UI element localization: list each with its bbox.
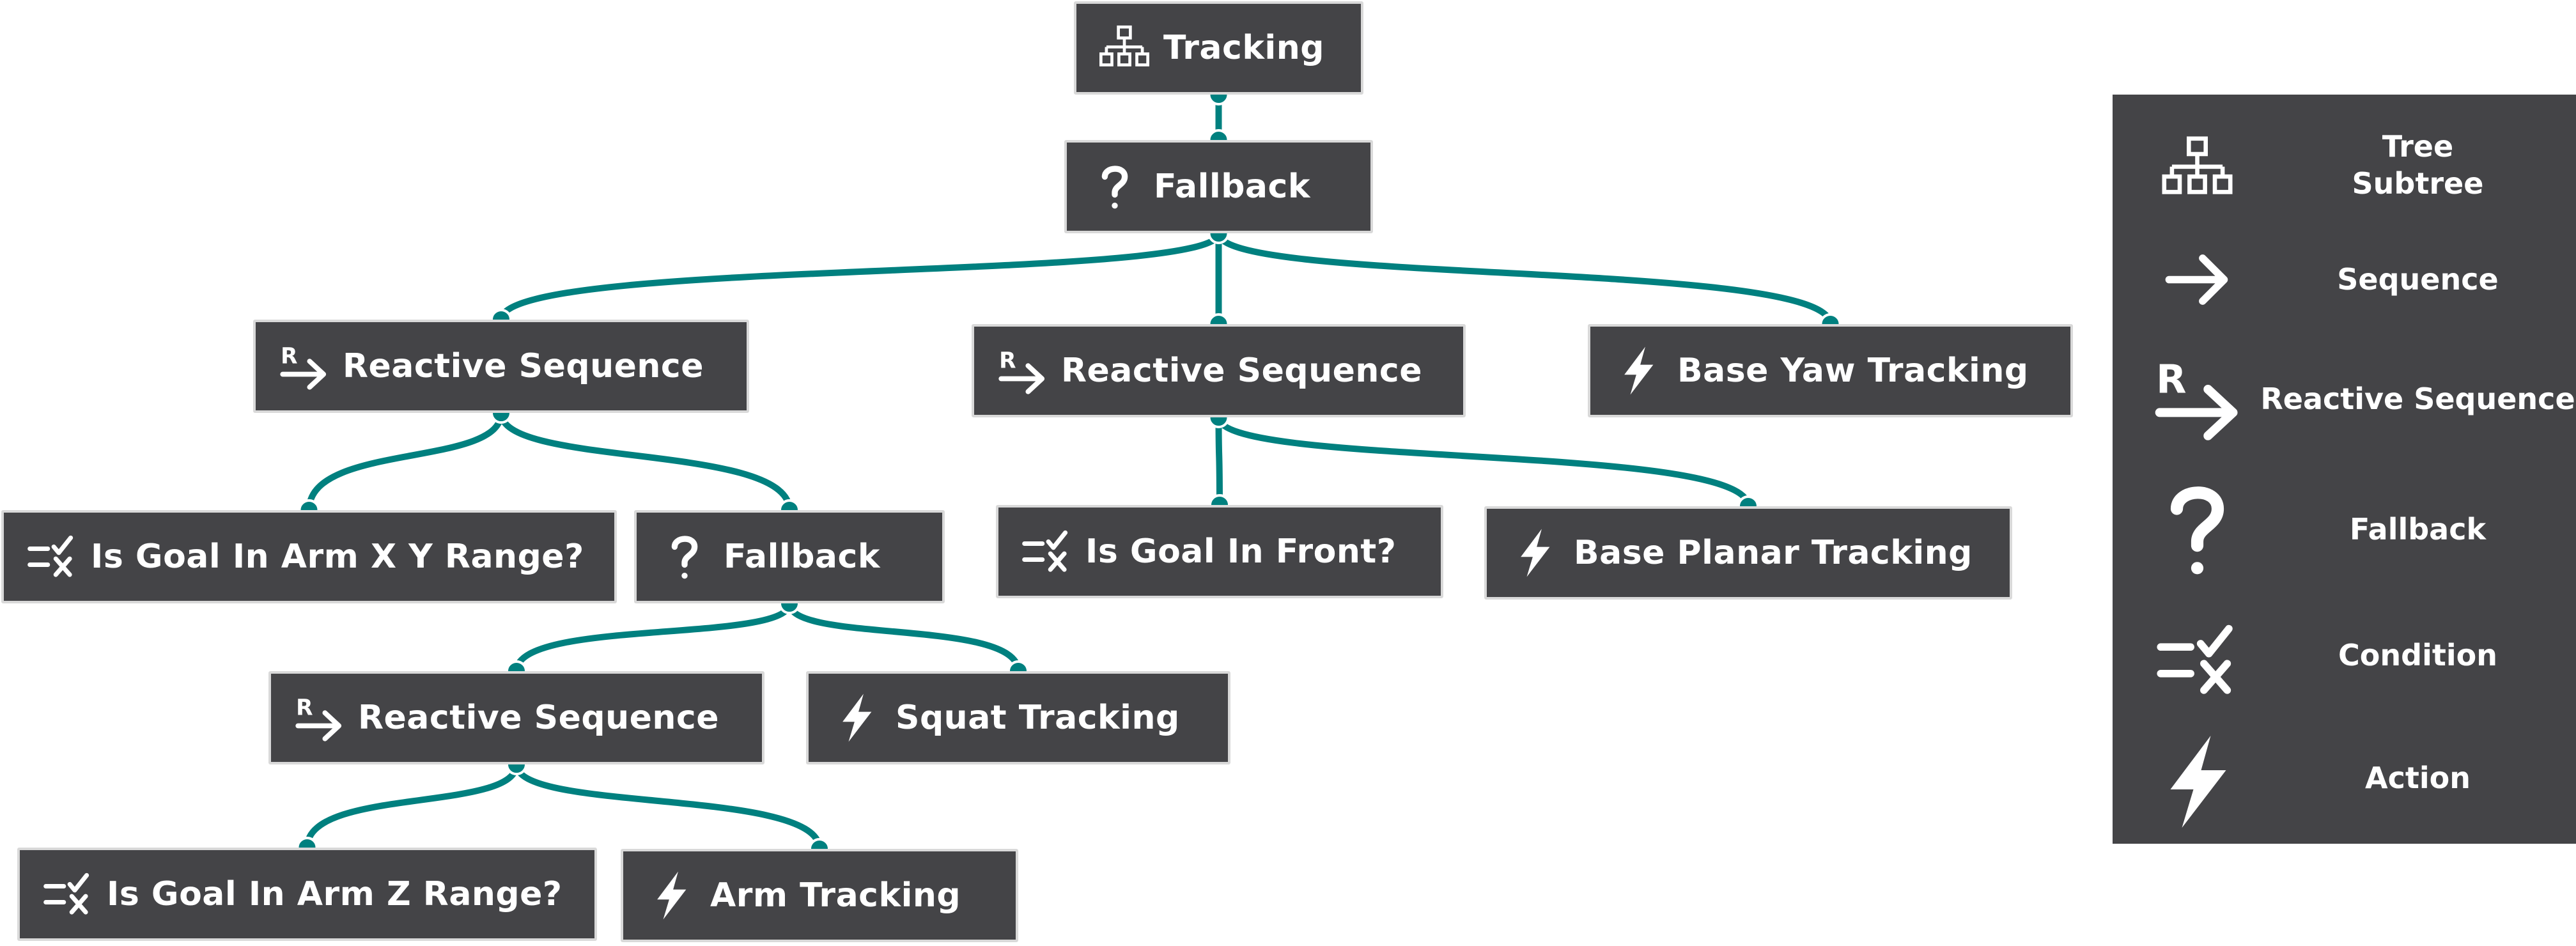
condition-icon (43, 869, 93, 919)
node-label: Is Goal In Arm Z Range? (107, 875, 563, 913)
action-icon (1613, 346, 1663, 396)
node-label: Base Planar Tracking (1574, 534, 1973, 572)
legend-label: Tree Subtree (2352, 129, 2484, 201)
node-label: Arm Tracking (710, 876, 961, 915)
fallback-icon (1090, 162, 1140, 212)
node-fallback-root[interactable]: Fallback (1064, 140, 1373, 233)
node-label: Reactive Sequence (1061, 352, 1423, 390)
sequence-icon (2145, 246, 2250, 313)
svg-text:R: R (999, 348, 1016, 373)
link-fallback_root-reactive_left (498, 232, 1222, 321)
node-label: Is Goal In Arm X Y Range? (91, 538, 584, 576)
condition-icon (27, 532, 77, 582)
reactive-sequence-icon: R (279, 341, 329, 391)
node-is-goal-in-arm-z-range[interactable]: Is Goal In Arm Z Range? (17, 848, 597, 941)
legend-item-fallback: Fallback (2113, 465, 2576, 593)
node-fallback-inner[interactable]: Fallback (634, 510, 945, 603)
node-label: Reactive Sequence (343, 347, 704, 385)
node-label: Fallback (724, 538, 880, 576)
reactive-sequence-icon: R (997, 346, 1047, 396)
node-label: Tracking (1163, 29, 1324, 67)
link-fallback_root-base_yaw (1215, 232, 1834, 325)
legend-item-reactive-sequence: R Reactive Sequence (2113, 341, 2576, 456)
fallback-icon (2145, 478, 2250, 580)
legend-label: Reactive Sequence (2260, 382, 2575, 416)
node-reactive-sequence-left[interactable]: R Reactive Sequence (253, 320, 749, 413)
node-arm-tracking[interactable]: Arm Tracking (621, 849, 1018, 942)
link-reactive_mid-goal_front (1215, 417, 1223, 506)
link-reactive_low-arm (513, 763, 823, 849)
link-reactive_left-fallback_inner (498, 412, 793, 511)
node-label: Reactive Sequence (358, 699, 720, 737)
svg-text:R: R (281, 343, 297, 369)
node-reactive-sequence-middle[interactable]: R Reactive Sequence (972, 324, 1466, 417)
link-reactive_left-goal_arm_xy (306, 412, 504, 511)
legend-panel: Tree Subtree Sequence R Reactive Sequenc… (2113, 95, 2576, 844)
legend-item-tree-subtree: Tree Subtree (2113, 111, 2576, 219)
node-tracking[interactable]: Tracking (1074, 1, 1363, 95)
action-icon (646, 871, 696, 920)
node-label: Fallback (1154, 167, 1310, 206)
action-icon (2145, 734, 2250, 830)
legend-label: Condition (2338, 638, 2497, 672)
fallback-icon (660, 532, 710, 582)
tree-subtree-icon (1099, 23, 1149, 73)
legend-item-sequence: Sequence (2113, 232, 2576, 328)
reactive-sequence-icon: R (294, 693, 344, 743)
legend-item-action: Action (2113, 727, 2576, 842)
condition-icon (2145, 619, 2250, 702)
node-is-goal-in-front[interactable]: Is Goal In Front? (996, 505, 1443, 598)
node-base-planar-tracking[interactable]: Base Planar Tracking (1484, 506, 2012, 600)
action-icon (832, 693, 881, 743)
node-reactive-sequence-lower[interactable]: R Reactive Sequence (268, 671, 764, 764)
link-reactive_low-goal_arm_z (304, 764, 520, 848)
node-is-goal-in-arm-xy-range[interactable]: Is Goal In Arm X Y Range? (1, 510, 617, 603)
legend-label: Fallback (2349, 512, 2487, 547)
tree-subtree-icon (2145, 133, 2250, 203)
action-icon (1510, 528, 1560, 578)
node-label: Base Yaw Tracking (1677, 352, 2029, 390)
svg-text:R: R (2156, 357, 2186, 403)
link-fallback_inner-squat (786, 602, 1021, 672)
legend-label: Sequence (2337, 262, 2499, 297)
reactive-sequence-icon: R (2145, 353, 2250, 443)
legend-label: Action (2365, 761, 2471, 795)
node-label: Is Goal In Front? (1085, 532, 1397, 571)
legend-item-condition: Condition (2113, 606, 2576, 715)
svg-text:R: R (296, 695, 313, 720)
link-fallback_inner-reactive_low (513, 602, 793, 672)
node-base-yaw-tracking[interactable]: Base Yaw Tracking (1588, 324, 2073, 417)
link-reactive_mid-base_planar (1215, 416, 1751, 508)
condition-icon (1021, 527, 1071, 577)
node-label: Squat Tracking (896, 699, 1180, 737)
node-squat-tracking[interactable]: Squat Tracking (806, 671, 1230, 764)
